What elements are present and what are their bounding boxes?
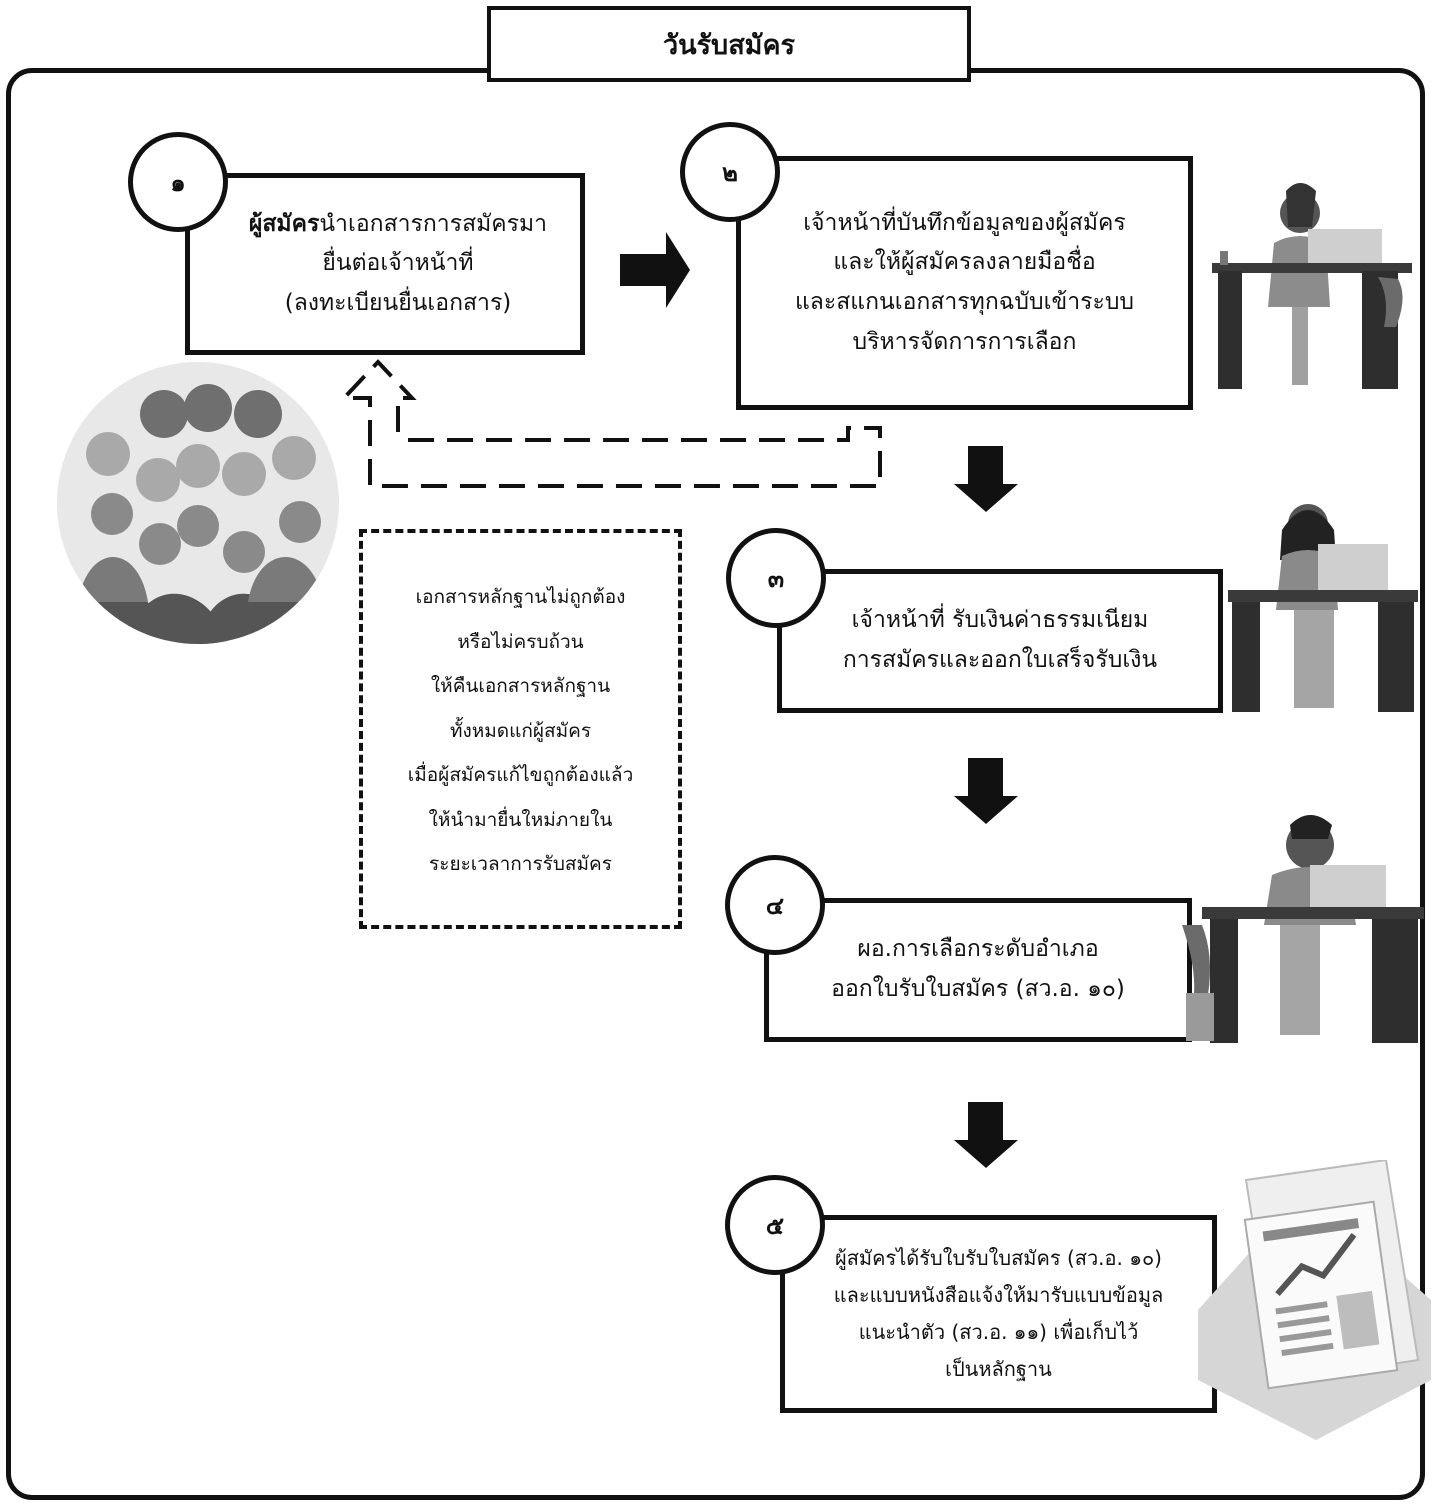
- return-documents-note: เอกสารหลักฐานไม่ถูกต้อง หรือไม่ครบถ้วน ใ…: [359, 529, 682, 929]
- note-line: ให้นำมายื่นใหม่ภายใน: [428, 808, 613, 831]
- note-line: เมื่อผู้สมัครแก้ไขถูกต้องแล้ว: [407, 764, 634, 787]
- step-4-line: ออกใบรับใบสมัคร (สว.อ. ๑๐): [831, 976, 1125, 1002]
- arrow-down-icon: [954, 1102, 1018, 1168]
- note-line: ทั้งหมดแก่ผู้สมัคร: [449, 719, 592, 742]
- officer-desk-illustration: [1212, 183, 1412, 389]
- step-5-box: ผู้สมัครได้รับใบรับใบสมัคร (สว.อ. ๑๐) แล…: [780, 1215, 1217, 1413]
- step-5-number: ๕: [725, 1175, 825, 1275]
- note-line: ระยะเวลาการรับสมัคร: [429, 853, 612, 876]
- documents-illustration: [1198, 1160, 1431, 1440]
- step-1-box: ผู้สมัครนำเอกสารการสมัครมา ยื่นต่อเจ้าหน…: [185, 173, 585, 355]
- step-3-box: เจ้าหน้าที่ รับเงินค่าธรรมเนียม การสมัคร…: [777, 569, 1223, 713]
- step-1-bold: ผู้สมัคร: [248, 210, 320, 237]
- note-line: เอกสารหลักฐานไม่ถูกต้อง: [415, 586, 626, 609]
- step-5-line: ผู้สมัครได้รับใบรับใบสมัคร (สว.อ. ๑๐): [835, 1245, 1162, 1270]
- step-2-line: บริหารจัดการการเลือก: [852, 328, 1077, 355]
- step-3-number: ๓: [726, 528, 826, 628]
- step-5-line: แนะนำตัว (สว.อ. ๑๑) เพื่อเก็บไว้: [858, 1320, 1139, 1344]
- step-3-line: การสมัครและออกใบเสร็จรับเงิน: [842, 647, 1158, 673]
- title-box: วันรับสมัคร: [487, 6, 971, 82]
- note-line: หรือไม่ครบถ้วน: [457, 630, 584, 653]
- step-2-line: เจ้าหน้าที่บันทึกข้อมูลของผู้สมัคร: [803, 209, 1126, 236]
- step-4-box: ผอ.การเลือกระดับอำเภอ ออกใบรับใบสมัคร (ส…: [764, 898, 1192, 1042]
- step-3-line: เจ้าหน้าที่ รับเงินค่าธรรมเนียม: [851, 607, 1149, 634]
- step-2-box: เจ้าหน้าที่บันทึกข้อมูลของผู้สมัคร และให…: [736, 156, 1193, 410]
- dashed-return-arrow-icon: [339, 359, 882, 488]
- step-1-number: ๑: [128, 132, 228, 232]
- cashier-desk-illustration: [1228, 504, 1418, 712]
- step-5-line: เป็นหลักฐาน: [945, 1357, 1052, 1382]
- step-1-line: (ลงทะเบียนยื่นเอกสาร): [284, 289, 512, 316]
- arrow-down-icon: [954, 446, 1018, 512]
- step-2-line: และให้ผู้สมัครลงลายมือชื่อ: [833, 249, 1096, 276]
- step-4-number: ๔: [725, 855, 825, 955]
- applicants-group-illustration: [57, 362, 339, 644]
- arrow-down-icon: [954, 758, 1018, 824]
- step-4-line: ผอ.การเลือกระดับอำเภอ: [857, 936, 1099, 963]
- step-5-line: และแบบหนังสือแจ้งให้มารับแบบข้อมูล: [833, 1282, 1164, 1307]
- note-line: ให้คืนเอกสารหลักฐาน: [430, 675, 611, 698]
- step-1-line: ยื่นต่อเจ้าหน้าที่: [322, 250, 474, 277]
- page-title: วันรับสมัคร: [662, 29, 796, 61]
- step-2-number: ๒: [680, 122, 780, 222]
- arrow-right-icon: [620, 232, 690, 308]
- step-2-line: และสแกนเอกสารทุกฉบับเข้าระบบ: [794, 289, 1135, 315]
- step-1-line: ผู้สมัครนำเอกสารการสมัครมา: [248, 210, 548, 237]
- director-desk-illustration: [1182, 815, 1424, 1043]
